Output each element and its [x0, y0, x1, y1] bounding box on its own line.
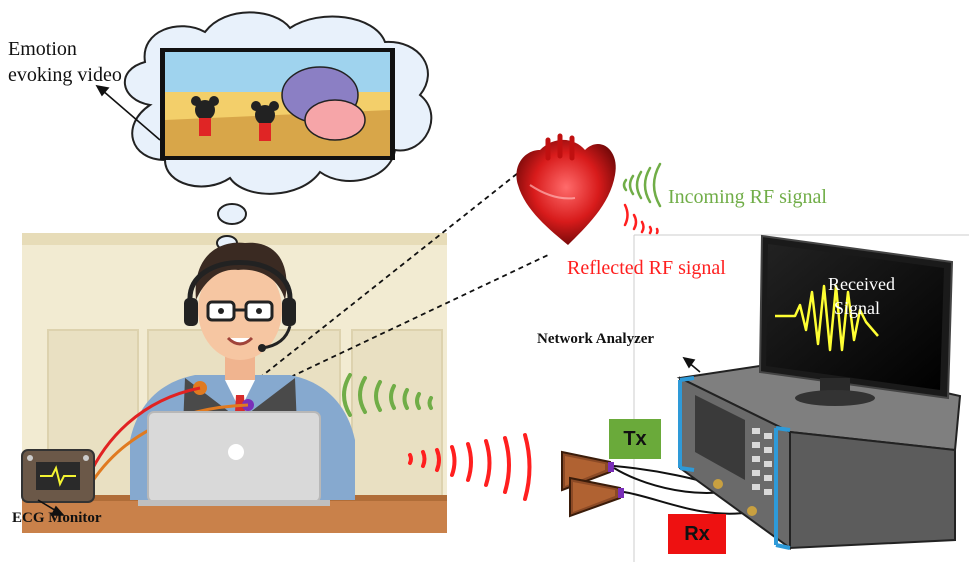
received-signal-trace: [775, 284, 879, 352]
video-pointer-arrow: [95, 84, 161, 141]
incoming-rf-waves: [622, 162, 662, 208]
reflected-rf-waves-person: [408, 433, 532, 501]
horn-antennas-icon: [561, 450, 624, 518]
incoming-rf-waves-person: [342, 373, 433, 417]
tx-tag: Tx: [609, 419, 661, 459]
anatomical-heart-icon: [516, 133, 616, 245]
received-signal-label: Received Signal: [828, 272, 895, 320]
received-label-line2: Signal: [834, 298, 881, 318]
reflected-rf-label: Reflected RF signal: [567, 257, 726, 279]
laptop-icon: [138, 411, 330, 506]
incoming-rf-label: Incoming RF signal: [668, 186, 827, 208]
emotion-label-line2: evoking video: [8, 64, 122, 86]
ecg-pointer-arrow: [37, 499, 65, 516]
network-analyzer-pointer: [682, 356, 701, 373]
display-monitor-icon: [758, 234, 954, 406]
emotion-label-line1: Emotion: [8, 38, 77, 60]
emotion-video-label: Emotion evoking video: [8, 36, 122, 88]
cartoon-video-frame-icon: [160, 48, 395, 160]
lab-panel-border: [633, 234, 969, 562]
received-label-line1: Received: [828, 274, 895, 294]
ecg-monitor-device-icon: [21, 449, 95, 503]
ecg-monitor-label: ECG Monitor: [12, 510, 102, 526]
network-analyzer-label: Network Analyzer: [537, 331, 655, 347]
reflected-rf-waves-heart: [623, 203, 659, 235]
rx-tag: Rx: [668, 514, 726, 554]
